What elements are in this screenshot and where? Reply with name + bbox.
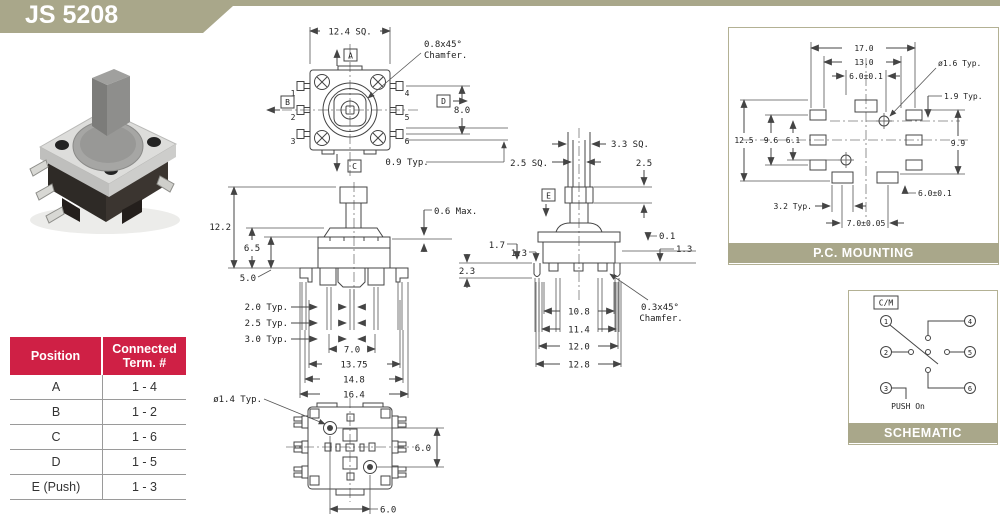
dim-pcm-h4: 9.9 <box>951 139 966 148</box>
dim-bottom-h: 6.0 <box>380 506 396 516</box>
dim-top-chamfer: 0.8x45° <box>424 40 462 50</box>
table-row: B 1 - 2 <box>10 400 186 425</box>
dim-front-height: 12.2 <box>209 223 231 233</box>
dim-side-d3: 0.1 <box>659 232 675 242</box>
terminal-number: 2 <box>884 349 888 357</box>
table-row: A 1 - 4 <box>10 375 186 400</box>
pc-mounting-frame <box>728 27 999 265</box>
dim-side-d2: 1.3 <box>511 249 527 259</box>
dim-front-pin2: 2.5 Typ. <box>245 319 288 329</box>
product-photo <box>29 69 180 234</box>
dim-pcm-h2: 9.6 <box>764 136 779 145</box>
header-connected-term: Connected Term. # <box>112 341 177 370</box>
front-view-drawing: 12.2 6.5 5.0 0.6 Max. 2.0 Typ. 2.5 Typ. … <box>209 182 477 401</box>
table-row: E (Push) 1 - 3 <box>10 475 186 500</box>
dim-side-d1: 1.7 <box>489 241 505 251</box>
side-view-drawing: 3.3 SQ. 2.5 SQ. 2.5 E 1.7 1.3 0.1 1.3 2.… <box>459 128 696 371</box>
dim-side-d4: 1.3 <box>676 245 692 255</box>
dim-top-pitch: 0.9 Typ. <box>385 158 428 168</box>
bottom-view-drawing: ø1.4 Typ. 6.0 6.0 <box>213 395 444 516</box>
direction-e-label: E <box>546 192 551 201</box>
dim-side-w3: 12.0 <box>568 343 590 353</box>
header-position: Position <box>10 337 103 375</box>
dim-pcm-pad: 3.2 Typ. <box>773 202 812 211</box>
dim-side-chamfer: 0.3x45° <box>641 303 679 313</box>
pin-number: 4 <box>405 89 410 98</box>
dim-pcm-h5: 6.0±0.1 <box>918 189 952 198</box>
page-title: JS 5208 <box>25 1 119 29</box>
pc-mounting-drawing: 17.0 13.0 6.0±0.1 ø1.6 Typ. 1.9 Typ. 12.… <box>734 42 983 228</box>
pin-number: 1 <box>291 89 296 98</box>
dim-front-pin3: 3.0 Typ. <box>245 335 288 345</box>
dim-top-chamfer: Chamfer. <box>424 51 467 61</box>
dim-side-stem: 3.3 SQ. <box>611 140 649 150</box>
dim-side-d5: 2.3 <box>459 267 475 277</box>
dim-side-w2: 11.4 <box>568 326 590 336</box>
dim-bottom-v: 6.0 <box>415 444 431 454</box>
dim-bottom-boss: ø1.4 Typ. <box>213 395 262 405</box>
dim-pcm-w3: 6.0±0.1 <box>849 72 883 81</box>
dim-pcm-hole: ø1.6 Typ. <box>938 59 981 68</box>
schematic-banner: SCHEMATIC <box>848 423 998 443</box>
direction-a-label: A <box>348 52 353 61</box>
dim-front-w1: 13.75 <box>340 361 367 371</box>
dim-front-pin-span: 7.0 <box>344 346 360 356</box>
direction-c-label: C <box>352 162 357 171</box>
terminal-number: 5 <box>968 349 972 357</box>
dim-front-w3: 16.4 <box>343 391 365 401</box>
schematic-drawing: C/M 1 4 2 5 3 6 PUSH On <box>873 295 976 411</box>
dim-top-pin-span: 8.0 <box>454 106 470 116</box>
pin-number: 5 <box>405 113 410 122</box>
pin-number: 3 <box>291 137 296 146</box>
terminal-number: 1 <box>884 318 888 326</box>
dim-pcm-pitch: 7.0±0.05 <box>847 219 886 228</box>
table-header-row: Position Connected Term. # <box>10 337 186 375</box>
pc-mounting-banner: P.C. MOUNTING <box>728 243 999 263</box>
terminal-number: 6 <box>968 385 972 393</box>
table-row: D 1 - 5 <box>10 450 186 475</box>
dim-pcm-w1: 17.0 <box>854 44 873 53</box>
dim-pcm-offset: 1.9 Typ. <box>944 92 983 101</box>
dim-side-chamfer: Chamfer. <box>639 314 682 324</box>
dim-pcm-w2: 13.0 <box>854 58 873 67</box>
table-row: C 1 - 6 <box>10 425 186 450</box>
direction-d-label: D <box>441 97 446 106</box>
common-label: C/M <box>879 299 894 308</box>
dim-side-w1: 10.8 <box>568 308 590 318</box>
push-note: PUSH On <box>891 402 925 411</box>
dim-side-shaft: 2.5 SQ. <box>510 159 548 169</box>
dim-pcm-h3: 6.1 <box>786 136 801 145</box>
dim-front-base-height: 5.0 <box>240 274 256 284</box>
dim-side-w4: 12.8 <box>568 361 590 371</box>
terminal-number: 3 <box>884 385 888 393</box>
dim-front-pin1: 2.0 Typ. <box>245 303 288 313</box>
dim-front-w2: 14.8 <box>343 376 365 386</box>
pin-number: 2 <box>291 113 296 122</box>
dim-front-gap: 0.6 Max. <box>434 207 477 217</box>
top-view-drawing: 1 2 3 4 5 6 A B C D 12.4 SQ. 0.8x45° Cha… <box>266 27 508 176</box>
positions-table: Position Connected Term. # A 1 - 4 B 1 -… <box>10 337 186 500</box>
terminal-number: 4 <box>968 318 972 326</box>
dim-side-cap: 2.5 <box>636 159 652 169</box>
direction-b-label: B <box>285 98 290 107</box>
dim-pcm-h1: 12.5 <box>734 136 753 145</box>
pin-number: 6 <box>405 137 410 146</box>
dim-top-size: 12.4 SQ. <box>328 28 371 38</box>
dim-front-body-height: 6.5 <box>244 244 260 254</box>
